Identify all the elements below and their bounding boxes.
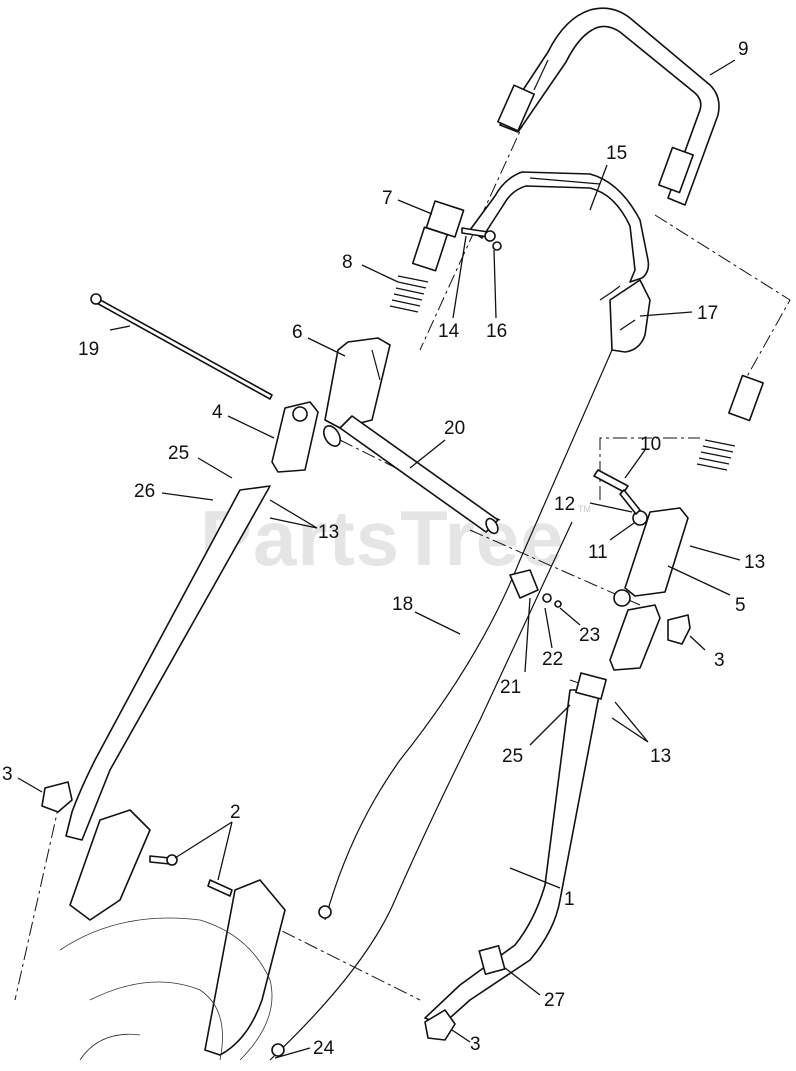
- callout-3-right: 3: [714, 650, 725, 671]
- bolt-and-nut: [461, 227, 502, 251]
- callout-2: 2: [230, 802, 241, 823]
- knob-bottom: [424, 1009, 456, 1041]
- callout-18: 18: [392, 594, 413, 615]
- callout-12: 12: [554, 494, 575, 515]
- rod: [90, 293, 273, 400]
- knob-left: [41, 781, 73, 813]
- callout-labels: 9 15 7 8 14 16 17 19 6 4 20 25 26 13 10 …: [2, 39, 765, 1059]
- bushing: [478, 945, 506, 975]
- callout-26: 26: [134, 481, 155, 502]
- right-upper-tube: [696, 374, 764, 471]
- upper-bracket: [411, 200, 465, 272]
- control-lever: [609, 279, 651, 353]
- callout-27: 27: [544, 990, 565, 1011]
- leader-lines: [17, 59, 741, 1059]
- callout-1: 1: [564, 889, 575, 910]
- watermark: PartsTree TM: [200, 494, 591, 582]
- callout-22: 22: [542, 649, 563, 670]
- callout-17: 17: [697, 303, 718, 324]
- callout-13-right: 13: [744, 552, 765, 573]
- callout-3-bottom: 3: [470, 1034, 481, 1055]
- callout-20: 20: [444, 418, 465, 439]
- right-linkage: [593, 469, 648, 526]
- callout-11: 11: [588, 542, 608, 563]
- callout-9: 9: [738, 39, 749, 60]
- callout-13-lower: 13: [650, 746, 671, 767]
- callout-6: 6: [292, 322, 303, 343]
- callout-13-left: 13: [318, 522, 339, 543]
- callout-19: 19: [78, 339, 99, 360]
- control-cable: [269, 349, 613, 1061]
- spring-left: [389, 275, 429, 313]
- callout-3-left: 3: [2, 764, 13, 785]
- cross-tube: [323, 415, 499, 535]
- callout-25-lower: 25: [502, 746, 523, 767]
- right-lower-handle: [424, 672, 607, 1026]
- callout-16: 16: [486, 321, 507, 342]
- callout-23: 23: [579, 625, 600, 646]
- left-pivot: [271, 401, 319, 473]
- cable-clip: [509, 569, 562, 608]
- upper-handle: [497, 7, 720, 206]
- watermark-trademark: TM: [578, 504, 591, 514]
- callout-21: 21: [500, 677, 521, 698]
- callout-7: 7: [382, 188, 393, 209]
- callout-25-upper: 25: [168, 443, 189, 464]
- right-pivot: [609, 604, 691, 671]
- callout-24: 24: [313, 1038, 335, 1059]
- bolts: [149, 854, 233, 897]
- callout-8: 8: [342, 252, 353, 273]
- bail-bar: [469, 171, 650, 301]
- watermark-text: PartsTree: [200, 494, 565, 582]
- callout-10: 10: [640, 434, 661, 455]
- callout-4: 4: [212, 402, 223, 423]
- callout-5: 5: [735, 595, 746, 616]
- left-lower-handle: [65, 485, 271, 841]
- callout-15: 15: [606, 143, 627, 164]
- mower-deck: [59, 809, 286, 1061]
- right-handle-bracket: [613, 507, 689, 607]
- callout-14: 14: [438, 321, 460, 342]
